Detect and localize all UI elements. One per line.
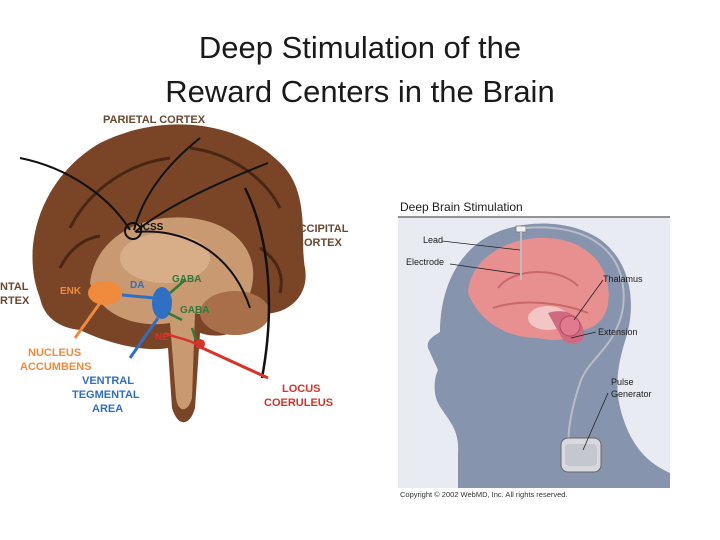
label-occipital-1: OCCIPITAL [290, 223, 349, 235]
label-occipital-2: CORTEX [296, 237, 343, 249]
slide-title-line1: Deep Stimulation of the [198, 30, 522, 65]
label-parietal-cortex: PARIETAL CORTEX [103, 114, 206, 126]
label-da: DA [130, 280, 144, 291]
icss-electrode-icon [124, 222, 142, 240]
label-icss: ICSS [140, 222, 164, 233]
label-nucleus-2: ACCUMBENS [20, 361, 92, 373]
dbs-label-pulse-1: Pulse [611, 377, 634, 387]
dbs-label-pulse-2: Generator [611, 389, 652, 399]
dbs-label-lead: Lead [423, 235, 443, 245]
label-enk: ENK [60, 286, 82, 297]
label-locus-1: LOCUS [282, 383, 321, 395]
dbs-label-thalamus: Thalamus [603, 274, 643, 284]
extension-wire [525, 226, 625, 457]
label-ventral-2: TEGMENTAL [72, 389, 140, 401]
label-ventral-1: VENTRAL [82, 375, 134, 387]
nucleus-accumbens-shape [88, 281, 122, 305]
label-nucleus-1: NUCLEUS [28, 347, 81, 359]
label-frontal-1: NTAL [0, 281, 29, 293]
brain-shape [468, 237, 609, 341]
label-frontal-2: RTEX [0, 295, 30, 307]
dbs-title: Deep Brain Stimulation [400, 200, 523, 214]
dbs-diagram: Deep Brain Stimulation Lead Electrode Th… [398, 198, 670, 500]
label-ventral-3: AREA [92, 403, 123, 415]
dbs-label-extension: Extension [598, 327, 638, 337]
label-gaba-top: GABA [172, 274, 201, 285]
label-gaba-bottom: GABA [180, 305, 209, 316]
label-ne: NE [155, 332, 169, 343]
slide-title: Deep Stimulation of the Reward Centers i… [0, 26, 720, 114]
vta-shape [152, 287, 172, 319]
dbs-label-electrode: Electrode [406, 257, 444, 267]
brain-reward-diagram: PARIETAL CORTEX ICSS OCCIPITAL CORTEX NT… [0, 114, 349, 423]
slide-title-line2: Reward Centers in the Brain [165, 74, 555, 109]
label-locus-2: COERULEUS [264, 397, 333, 409]
dbs-copyright: Copyright © 2002 WebMD, Inc. All rights … [400, 490, 568, 499]
